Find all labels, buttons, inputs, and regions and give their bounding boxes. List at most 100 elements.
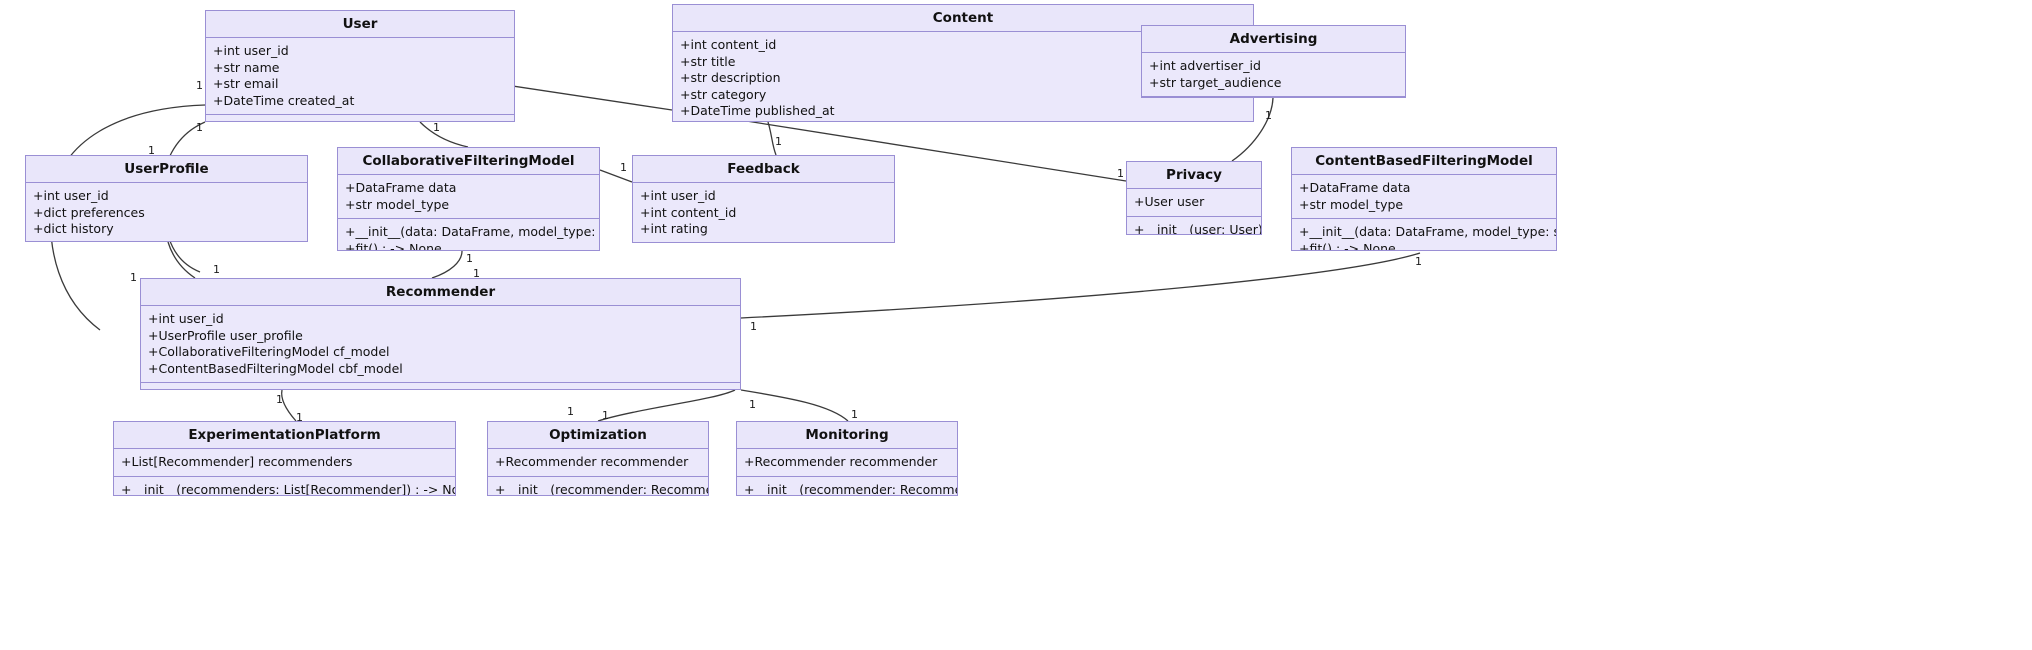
attribute-line: +int advertiser_id	[1149, 58, 1261, 73]
association-edge-recommender-experimentation	[281, 389, 297, 422]
class-title-userprofile: UserProfile	[26, 156, 307, 183]
multiplicity-label: 1	[749, 398, 756, 411]
class-title-optimization: Optimization	[488, 422, 708, 449]
uml-class-optimization[interactable]: Optimization +Recommender recommender +__i…	[487, 421, 709, 496]
attribute-line: +Recommender recommender	[744, 454, 938, 469]
class-title-feedback: Feedback	[633, 156, 894, 183]
class-title-recommender: Recommender	[141, 279, 740, 306]
class-title-monitoring: Monitoring	[737, 422, 957, 449]
class-title-privacy: Privacy	[1127, 162, 1261, 189]
attributes-compartment-monitoring: +Recommender recommender	[737, 449, 957, 477]
association-edge-user-cfmodel	[419, 121, 469, 148]
uml-class-userprofile[interactable]: UserProfile+int user_id+dict preferences…	[25, 155, 308, 242]
multiplicity-label: 1	[466, 252, 473, 265]
uml-class-recommender[interactable]: Recommender+int user_id+UserProfile user…	[140, 278, 741, 390]
attribute-line: +User user	[1134, 194, 1205, 209]
attributes-compartment-advertising: +int advertiser_id+str target_audience	[1142, 53, 1405, 97]
multiplicity-label: 1	[1117, 167, 1124, 180]
attribute-line: +dict history	[33, 221, 114, 236]
attribute-line: +Recommender recommender	[495, 454, 689, 469]
attributes-compartment-user: +int user_id+str name+str email+DateTime…	[206, 38, 514, 115]
methods-compartment-privacy: +__init__(user: User) : -> None+ensure_p…	[1127, 216, 1262, 235]
attribute-line: +int content_id	[680, 37, 777, 52]
attribute-line: +UserProfile user_profile	[148, 327, 303, 343]
method-line: +__init__(data: DataFrame, model_type: s…	[1299, 224, 1556, 239]
association-edge-recommender-monitoring	[740, 389, 849, 422]
multiplicity-label: 1	[433, 121, 440, 134]
attribute-line: +DataFrame data	[1299, 180, 1411, 195]
attribute-line: +int content_id	[640, 204, 737, 220]
multiplicity-label: 1	[851, 408, 858, 421]
methods-compartment-advertising: +__init__(advertiser_id: int, target_aud…	[1142, 97, 1405, 98]
attribute-line: +str description	[680, 70, 781, 85]
attributes-compartment-cfmodel: +DataFrame data+str model_type	[338, 175, 599, 219]
method-line: +__init__(recommender: Recommender) : ->…	[744, 481, 957, 496]
attribute-line: +int user_id	[640, 188, 716, 203]
association-edge-cfmodel-feedback	[599, 169, 633, 183]
multiplicity-label: 1	[567, 405, 574, 418]
association-edge-recommender-optimization	[597, 389, 736, 422]
attribute-line: +DateTime published_at	[680, 103, 835, 118]
method-line: +__init__(user_id: int, name: str, email…	[213, 120, 514, 121]
uml-class-experimentation[interactable]: ExperimentationPlatform+List[Recommender…	[113, 421, 456, 496]
class-title-cbfmodel: ContentBasedFilteringModel	[1292, 148, 1556, 175]
uml-class-privacy[interactable]: Privacy +User user +__init__(user: User) :…	[1126, 161, 1262, 235]
attributes-compartment-optimization: +Recommender recommender	[488, 449, 708, 477]
uml-class-cfmodel[interactable]: CollaborativeFilteringModel+DataFrame da…	[337, 147, 600, 251]
multiplicity-label: 1	[196, 121, 203, 134]
method-line: +__init__(recommender: Recommender) : ->…	[495, 481, 708, 496]
multiplicity-label: 1	[130, 271, 137, 284]
uml-class-monitoring[interactable]: Monitoring +Recommender recommender +__ini…	[736, 421, 958, 496]
attribute-line: +int user_id	[213, 43, 289, 58]
multiplicity-label: 1	[1415, 255, 1422, 268]
attribute-line: +DataFrame data	[345, 180, 457, 195]
attribute-line: +str title	[680, 53, 736, 69]
attribute-line: +str email	[213, 76, 279, 91]
class-title-experimentation: ExperimentationPlatform	[114, 422, 455, 449]
multiplicity-label: 1	[750, 320, 757, 333]
uml-class-content[interactable]: Content+int content_id+str title+str des…	[672, 4, 1254, 122]
method-line: +__init__(user: User) : -> None	[1134, 221, 1262, 235]
attribute-line: +str model_type	[1299, 196, 1404, 212]
attributes-compartment-cbfmodel: +DataFrame data+str model_type	[1292, 175, 1556, 219]
multiplicity-label: 1	[473, 267, 480, 280]
methods-compartment-recommender: +__init__(user_id: int, user_profile: Us…	[141, 383, 740, 389]
uml-class-user[interactable]: User+int user_id+str name+str email+Date…	[205, 10, 515, 122]
methods-compartment-experimentation: +__init__(recommenders: List[Recommender…	[114, 476, 455, 495]
multiplicity-label: 1	[196, 79, 203, 92]
attributes-compartment-userprofile: +int user_id+dict preferences+dict histo…	[26, 183, 307, 241]
attribute-line: +int rating	[640, 221, 708, 236]
uml-class-feedback[interactable]: Feedback +int user_id+int content_id+int …	[632, 155, 895, 243]
multiplicity-label: 1	[775, 135, 782, 148]
attribute-line: +dict preferences	[33, 204, 145, 220]
methods-compartment-user: +__init__(user_id: int, name: str, email…	[206, 115, 514, 121]
multiplicity-label: 1	[213, 263, 220, 276]
attribute-line: +int user_id	[148, 311, 224, 326]
multiplicity-label: 1	[296, 411, 303, 424]
methods-compartment-cfmodel: +__init__(data: DataFrame, model_type: s…	[338, 219, 599, 250]
attribute-line: +str model_type	[345, 196, 450, 212]
class-title-advertising: Advertising	[1142, 26, 1405, 53]
multiplicity-label: 1	[148, 144, 155, 157]
multiplicity-label: 1	[276, 393, 283, 406]
attribute-line: +str name	[213, 59, 280, 75]
class-title-cfmodel: CollaborativeFilteringModel	[338, 148, 599, 175]
uml-class-cbfmodel[interactable]: ContentBasedFilteringModel+DataFrame dat…	[1291, 147, 1557, 251]
attributes-compartment-privacy: +User user	[1127, 189, 1261, 217]
attribute-line: +str category	[680, 86, 767, 102]
association-edge-userprofile-recommender	[167, 241, 196, 279]
multiplicity-label: 1	[620, 161, 627, 174]
multiplicity-label: 1	[1265, 109, 1272, 122]
methods-compartment-optimization: +__init__(recommender: Recommender) : ->…	[488, 476, 708, 496]
class-title-user: User	[206, 11, 514, 38]
methods-compartment-monitoring: +__init__(recommender: Recommender) : ->…	[737, 476, 957, 496]
method-line: +__init__(user_id: int, user_profile: Us…	[148, 388, 740, 389]
attributes-compartment-experimentation: +List[Recommender] recommenders	[114, 449, 455, 477]
association-edge-cfmodel-recommender	[431, 250, 463, 279]
uml-class-advertising[interactable]: Advertising+int advertiser_id+str target…	[1141, 25, 1406, 98]
method-line: +__init__(data: DataFrame, model_type: s…	[345, 224, 599, 239]
attribute-line: +CollaborativeFilteringModel cf_model	[148, 344, 390, 359]
attributes-compartment-recommender: +int user_id+UserProfile user_profile+Co…	[141, 306, 740, 383]
multiplicity-label: 1	[602, 409, 609, 422]
